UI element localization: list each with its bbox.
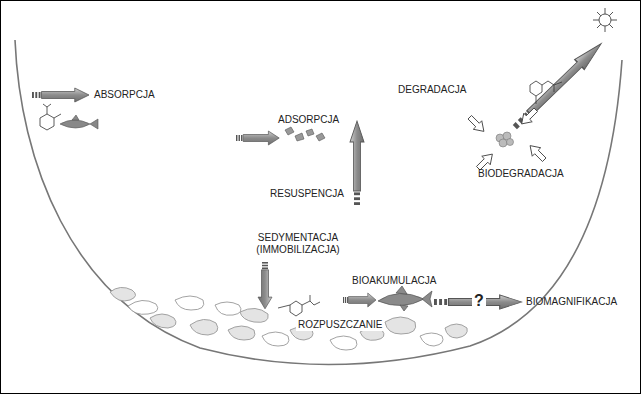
process-label: ADSORPCJA <box>278 114 339 126</box>
process-label: BIODEGRADACJA <box>478 168 564 180</box>
process-label: BIOAKUMULACJA <box>352 275 436 287</box>
process-label: RESUSPENCJA <box>270 188 344 200</box>
process-label: DEGRADACJA <box>398 84 466 96</box>
process-label: SEDYMENTACJA (IMMOBILIZACJA) <box>252 232 344 256</box>
process-label: BIOMAGNIFIKACJA <box>526 296 617 308</box>
process-label: ABSORPCJA <box>94 89 155 101</box>
question-mark: ? <box>472 292 486 310</box>
process-label: ROZPUSZCZANIE <box>296 319 384 331</box>
